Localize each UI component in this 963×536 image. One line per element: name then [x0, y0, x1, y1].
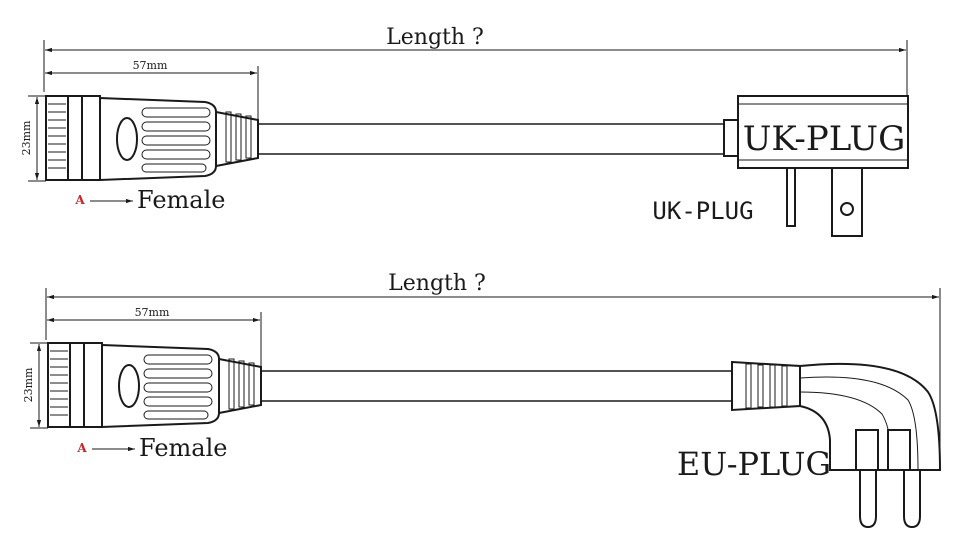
- eu-plug-pin-left: [859, 469, 877, 529]
- top-connector-type: Female: [137, 186, 226, 214]
- top-23mm-label: 23mm: [20, 120, 33, 155]
- connector-strain-relief: [218, 357, 262, 415]
- top-57mm-label: 57mm: [133, 59, 168, 72]
- top-cable-drawing: Length ? 57mm 23mm: [20, 25, 909, 237]
- bottom-23mm-label: 23mm: [22, 367, 35, 402]
- uk-plug-pin-hole: [840, 202, 854, 216]
- connector-collar: [81, 95, 101, 181]
- top-female-connector: [45, 95, 259, 182]
- uk-plug-body-label: UK-PLUG: [743, 119, 905, 159]
- uk-plug-caption: UK-PLUG: [652, 197, 753, 225]
- top-length-label: Length ?: [386, 25, 484, 50]
- bottom-connector-type: Female: [139, 434, 228, 462]
- eu-plug: [731, 360, 942, 529]
- bottom-cable-drawing: Length ? 57mm 23mm: [22, 271, 942, 529]
- eu-plug-notch-left: [855, 429, 879, 471]
- connector-nut: [67, 95, 83, 181]
- bottom-female-connector: [47, 342, 262, 429]
- uk-plug-body: [737, 95, 909, 169]
- connector-grip-oval: [116, 117, 138, 161]
- bottom-57mm-label: 57mm: [135, 306, 170, 319]
- connector-nut: [69, 342, 85, 428]
- connector-thread: [47, 342, 71, 428]
- eu-plug-notch-right: [887, 429, 911, 471]
- uk-plug-pin-left: [786, 167, 796, 227]
- eu-plug-contour-1: [799, 376, 919, 471]
- connector-grip-oval: [118, 364, 140, 408]
- bottom-end-marker: A: [76, 441, 87, 455]
- uk-plug: UK-PLUG: [723, 95, 909, 237]
- bottom-length-label: Length ?: [388, 271, 486, 296]
- eu-plug-caption: EU-PLUG: [677, 445, 831, 483]
- connector-collar: [83, 342, 103, 428]
- top-end-marker: A: [74, 193, 85, 207]
- uk-plug-neck: [723, 119, 739, 157]
- connector-thread: [45, 95, 69, 181]
- eu-plug-sleeve: [731, 360, 801, 412]
- eu-plug-pin-right: [903, 469, 921, 529]
- connector-strain-relief: [215, 110, 259, 168]
